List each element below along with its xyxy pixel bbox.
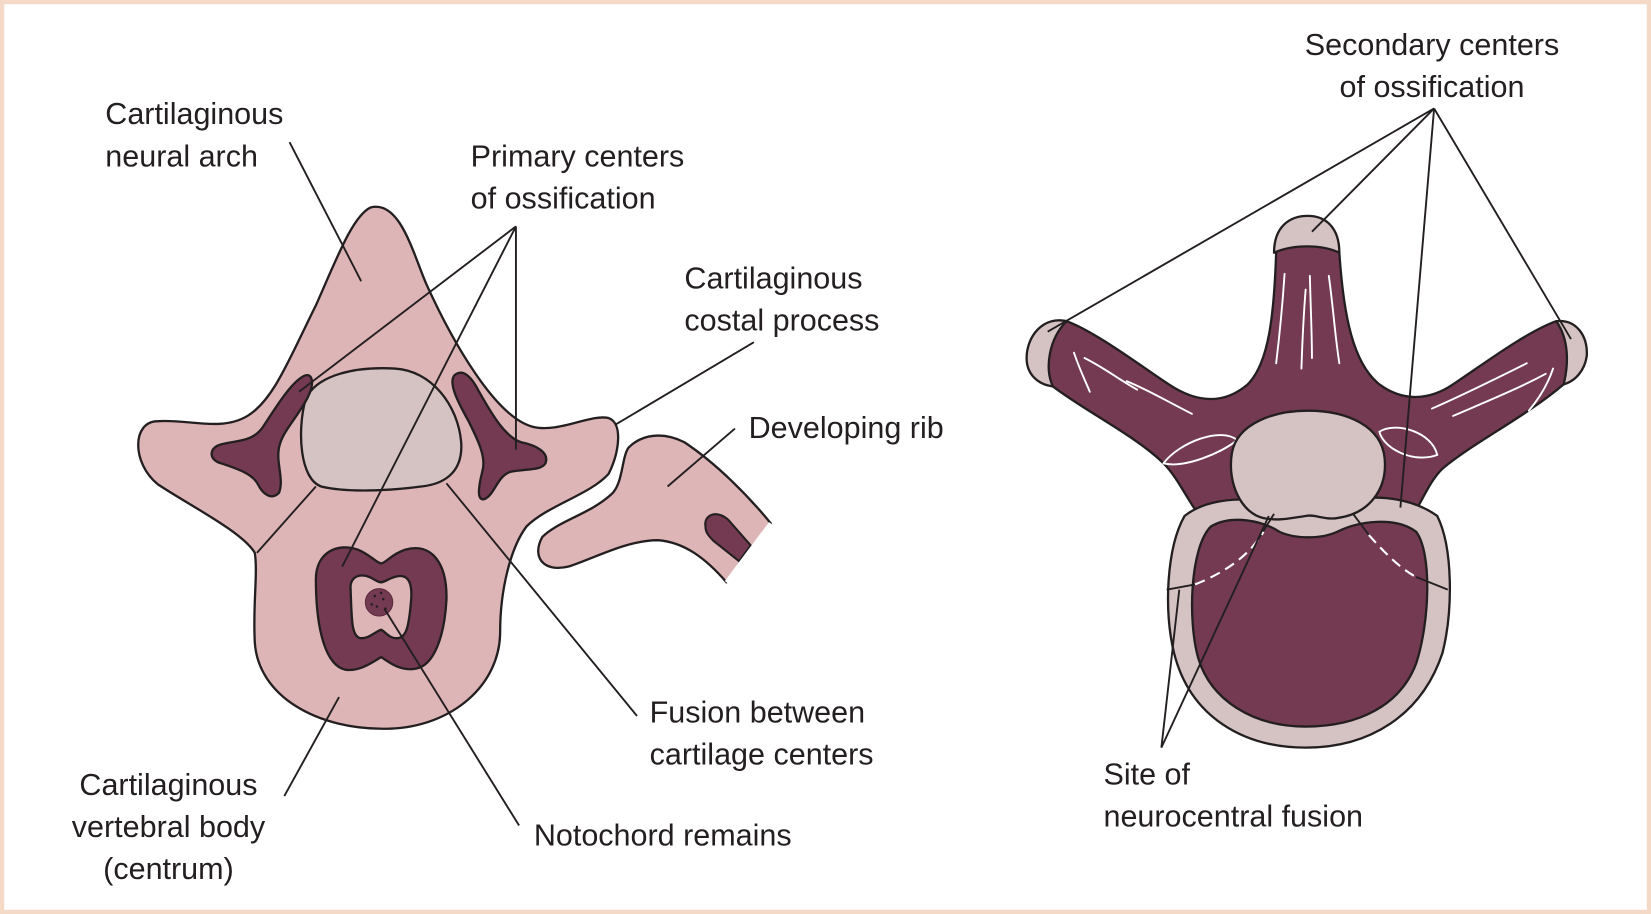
rib-cut-edge: [724, 522, 773, 584]
leader-primary-2: [341, 225, 517, 567]
fusion-dashed-left: [1194, 531, 1265, 586]
leader-neurocentral-2: [1160, 515, 1270, 749]
primary-center-left: [210, 374, 314, 498]
leader-primary-1: [298, 225, 517, 393]
left-leader-lines: [283, 141, 755, 827]
secondary-center-left-transverse: [1025, 319, 1068, 388]
vertebral-canal: [1190, 518, 1429, 728]
leader-secondary-4: [1433, 107, 1572, 340]
leader-neural-arch: [288, 141, 362, 282]
vertebral-arch-bone: [1039, 231, 1580, 518]
left-vertebra: [137, 205, 773, 730]
secondary-center-spinous: [1272, 214, 1341, 254]
notochord-remains: [364, 588, 394, 617]
leader-notochord: [383, 608, 520, 827]
right-vertebra: [1025, 214, 1588, 749]
leader-secondary-2: [1311, 107, 1435, 233]
primary-center-right: [451, 371, 548, 501]
fusion-line-solid-right: [1415, 576, 1449, 591]
rib-ossification: [704, 513, 753, 563]
vertebral-foramen: [299, 367, 463, 492]
label-notochord: Notochord remains: [534, 819, 792, 853]
centrum-bone: [1229, 409, 1387, 521]
leader-rib: [666, 427, 736, 488]
notochord-dots: [370, 591, 387, 610]
fusion-line-top-right: [1352, 513, 1370, 536]
leader-body: [283, 696, 340, 797]
fusion-line-left: [256, 485, 317, 554]
right-leader-lines: [1047, 107, 1572, 749]
leader-fusion: [445, 482, 638, 717]
developing-rib: [537, 434, 772, 584]
fusion-line-solid-left: [1166, 583, 1196, 591]
secondary-center-right-transverse: [1555, 319, 1588, 386]
leader-neurocentral-1: [1160, 589, 1181, 748]
leader-secondary-1: [1047, 107, 1435, 333]
leader-secondary-3: [1399, 108, 1436, 508]
fusion-dashed-right: [1368, 534, 1417, 578]
label-developing-rib: Developing rib: [749, 411, 944, 445]
leader-costal: [615, 341, 755, 426]
